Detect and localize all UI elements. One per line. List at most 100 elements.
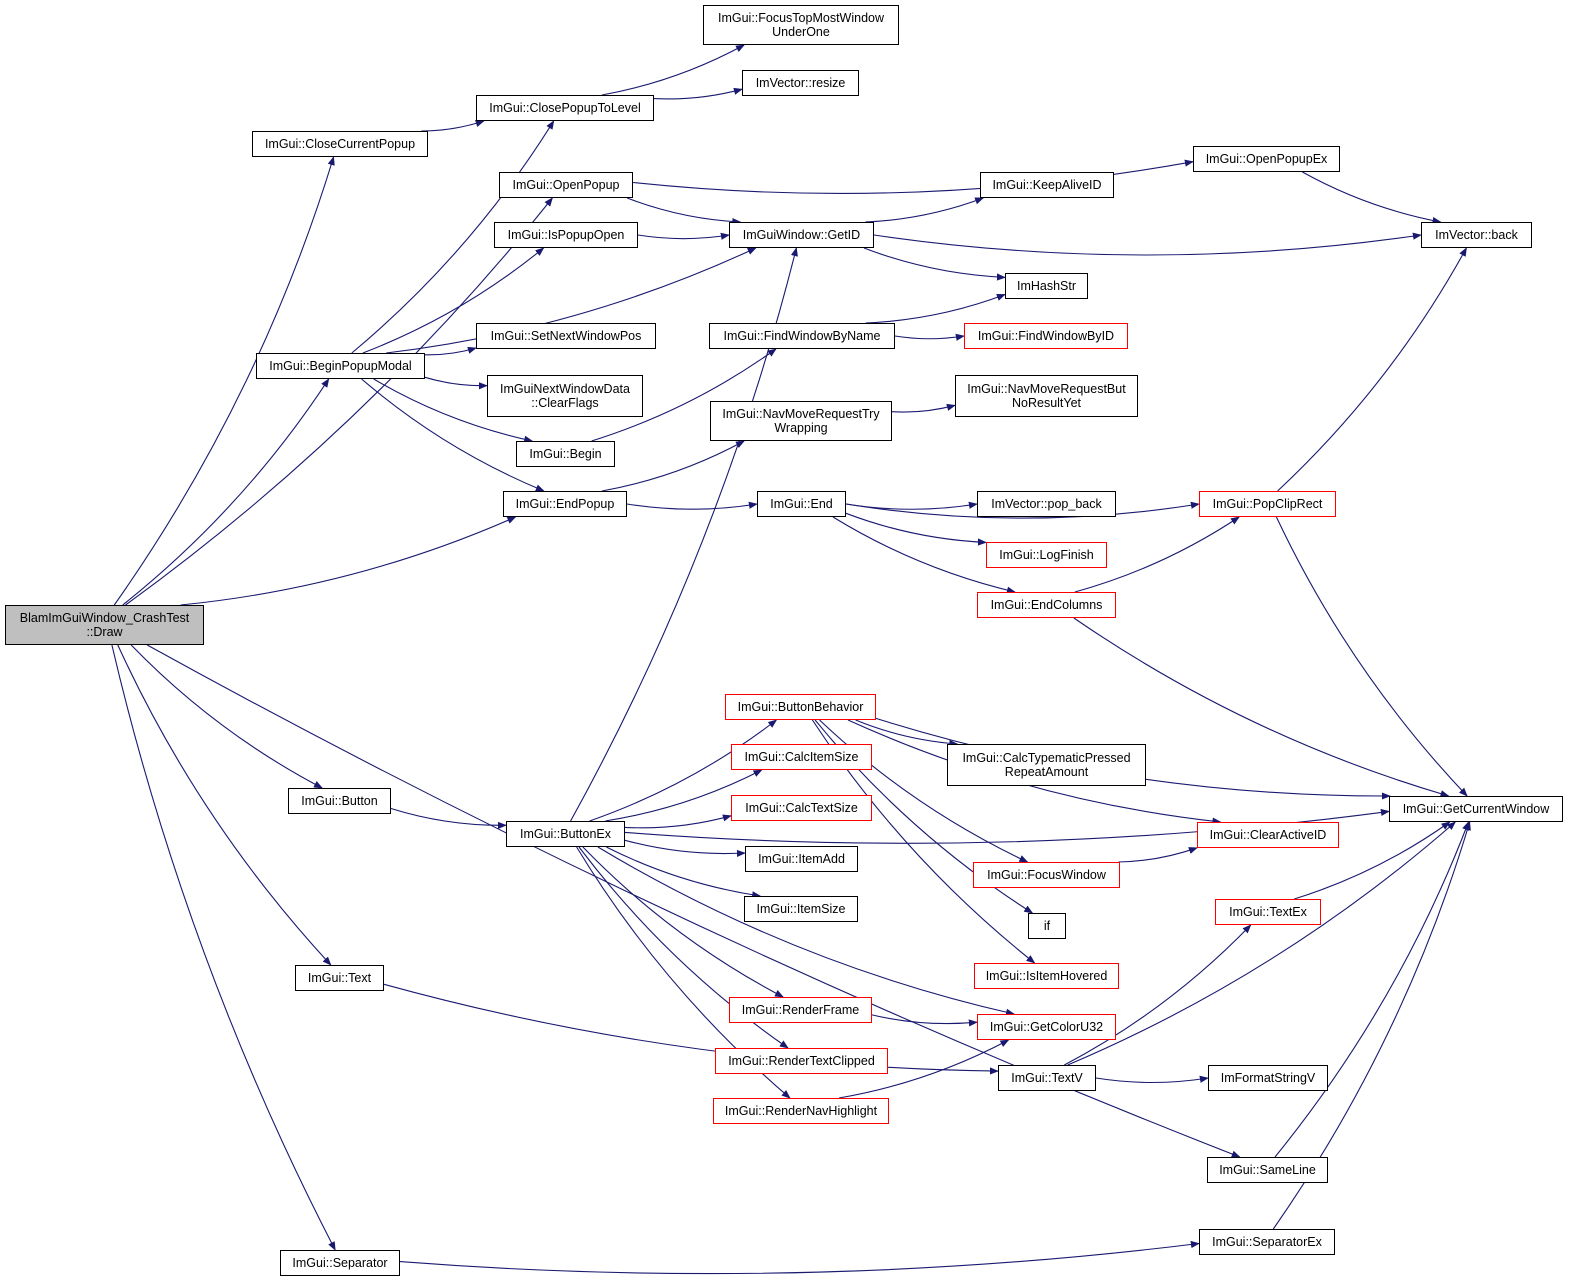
node-end[interactable]: ImGui::End xyxy=(757,491,846,517)
node-logfinish[interactable]: ImGui::LogFinish xyxy=(986,542,1107,568)
edge-openpopupex-to-back xyxy=(1302,171,1442,225)
edge-renderframe-to-getcoloru32 xyxy=(871,1014,978,1027)
node-clearflags[interactable]: ImGuiNextWindowData::ClearFlags xyxy=(487,375,643,417)
edge-begin-to-findwindowbyname xyxy=(591,348,777,442)
node-popcliprect[interactable]: ImGui::PopClipRect xyxy=(1199,491,1336,517)
node-label: ImGui::LogFinish xyxy=(999,548,1094,562)
node-label: ImGui::CalcItemSize xyxy=(744,750,859,764)
edge-root-to-endpopup xyxy=(180,516,517,606)
node-imformatstringv[interactable]: ImFormatStringV xyxy=(1208,1065,1328,1091)
edge-popcliprect-to-back xyxy=(1277,247,1467,492)
node-findwindowbyname[interactable]: ImGui::FindWindowByName xyxy=(709,323,895,349)
node-buttonex[interactable]: ImGui::ButtonEx xyxy=(506,821,625,847)
edge-root-to-closecurrentpopup xyxy=(113,156,335,606)
node-renderframe[interactable]: ImGui::RenderFrame xyxy=(729,997,872,1023)
edge-endcolumns-to-getcurrentwindow xyxy=(1073,617,1450,798)
node-label: ImGui::FocusWindow xyxy=(987,868,1106,882)
node-separator[interactable]: ImGui::Separator xyxy=(280,1250,400,1276)
node-beginpopupmodal[interactable]: ImGui::BeginPopupModal xyxy=(256,353,425,379)
node-getid[interactable]: ImGuiWindow::GetID xyxy=(729,222,874,248)
edge-beginpopupmodal-to-begin xyxy=(373,378,534,443)
node-getcoloru32[interactable]: ImGui::GetColorU32 xyxy=(977,1014,1116,1040)
node-rendernavhighlight[interactable]: ImGui::RenderNavHighlight xyxy=(713,1098,889,1124)
node-closepopuptolevel[interactable]: ImGui::ClosePopupToLevel xyxy=(476,95,654,121)
node-textex[interactable]: ImGui::TextEx xyxy=(1215,899,1321,925)
node-popback[interactable]: ImVector::pop_back xyxy=(977,491,1116,517)
node-openpopupex[interactable]: ImGui::OpenPopupEx xyxy=(1193,146,1340,172)
node-label: ImGui::ItemSize xyxy=(756,902,846,916)
node-label: ImGuiNextWindowData xyxy=(500,382,630,396)
node-label: ImGui::RenderTextClipped xyxy=(728,1054,875,1068)
node-getcurrentwindow[interactable]: ImGui::GetCurrentWindow xyxy=(1389,796,1563,822)
node-label: ImVector::resize xyxy=(755,76,846,90)
node-ispopupopen[interactable]: ImGui::IsPopupOpen xyxy=(494,222,638,248)
edge-textv-to-imformatstringv xyxy=(1095,1075,1209,1084)
node-label: ImGui::IsPopupOpen xyxy=(507,228,625,242)
edge-buttonbehavior-to-focuswindow xyxy=(819,719,1029,863)
node-focuswindow[interactable]: ImGui::FocusWindow xyxy=(973,862,1120,888)
node-setnextwindowpos[interactable]: ImGui::SetNextWindowPos xyxy=(476,323,656,349)
node-imhashstr[interactable]: ImHashStr xyxy=(1005,273,1088,299)
node-openpopup[interactable]: ImGui::OpenPopup xyxy=(499,172,633,198)
edge-button-to-buttonex xyxy=(390,807,507,830)
edge-beginpopupmodal-to-closepopuptolevel xyxy=(351,120,555,354)
node-rendertextclipped[interactable]: ImGui::RenderTextClipped xyxy=(715,1048,888,1074)
edge-closepopuptolevel-to-focustopmost xyxy=(601,44,745,96)
node-itemadd[interactable]: ImGui::ItemAdd xyxy=(745,846,858,872)
node-resize[interactable]: ImVector::resize xyxy=(742,70,859,96)
node-itemsize[interactable]: ImGui::ItemSize xyxy=(744,896,858,922)
node-calcitemsize[interactable]: ImGui::CalcItemSize xyxy=(731,744,872,770)
node-label: ImGui::Button xyxy=(301,794,378,808)
node-back[interactable]: ImVector::back xyxy=(1421,222,1532,248)
node-if[interactable]: if xyxy=(1028,913,1066,939)
node-keepaliveid[interactable]: ImGui::KeepAliveID xyxy=(980,172,1114,198)
node-label: ImGui::FindWindowByName xyxy=(723,329,881,343)
edge-buttonex-to-getcoloru32 xyxy=(597,846,1015,1016)
node-label: ::Draw xyxy=(86,625,123,639)
edge-end-to-popcliprect xyxy=(845,501,1200,519)
edge-text-to-textv xyxy=(383,983,999,1075)
edge-textex-to-getcurrentwindow xyxy=(1294,821,1451,900)
node-textv[interactable]: ImGui::TextV xyxy=(998,1065,1096,1091)
node-label: Wrapping xyxy=(774,421,828,435)
node-clearactiveid[interactable]: ImGui::ClearActiveID xyxy=(1197,822,1339,848)
node-label: ImHashStr xyxy=(1016,279,1077,293)
node-endcolumns[interactable]: ImGui::EndColumns xyxy=(977,592,1116,618)
node-buttonbehavior[interactable]: ImGui::ButtonBehavior xyxy=(725,694,876,720)
node-findwindowbyid[interactable]: ImGui::FindWindowByID xyxy=(964,323,1128,349)
node-root: BlamImGuiWindow_CrashTest::Draw xyxy=(5,605,204,645)
node-isitemhovered[interactable]: ImGui::IsItemHovered xyxy=(974,963,1119,989)
node-endpopup[interactable]: ImGui::EndPopup xyxy=(503,491,627,517)
node-label: ImGui::CalcTypematicPressed xyxy=(962,751,1131,765)
node-label: ImGui::SeparatorEx xyxy=(1212,1235,1322,1249)
node-label: ImGui::ButtonBehavior xyxy=(737,700,864,714)
node-button[interactable]: ImGui::Button xyxy=(288,788,391,814)
node-closecurrentpopup[interactable]: ImGui::CloseCurrentPopup xyxy=(252,131,428,157)
node-label: ImGui::ClearActiveID xyxy=(1209,828,1327,842)
node-label: BlamImGuiWindow_CrashTest xyxy=(19,611,190,625)
node-calctextsize[interactable]: ImGui::CalcTextSize xyxy=(731,795,872,821)
edge-root-to-openpopup xyxy=(125,197,553,606)
node-label: ImGui::SetNextWindowPos xyxy=(490,329,642,343)
node-label: ImGui::SameLine xyxy=(1219,1163,1316,1177)
node-label: ImGui::KeepAliveID xyxy=(992,178,1102,192)
node-label: ImGui::EndColumns xyxy=(990,598,1103,612)
node-label: ImGui::NavMoveRequestBut xyxy=(967,382,1126,396)
node-label: ImGui::FindWindowByID xyxy=(977,329,1115,343)
node-label: ImVector::pop_back xyxy=(991,497,1102,511)
edge-getid-to-imhashstr xyxy=(863,247,1006,281)
node-begin[interactable]: ImGui::Begin xyxy=(516,441,615,467)
node-separatorex[interactable]: ImGui::SeparatorEx xyxy=(1199,1229,1335,1255)
node-text[interactable]: ImGui::Text xyxy=(295,965,384,991)
node-label: ::ClearFlags xyxy=(531,396,599,410)
edge-end-to-logfinish xyxy=(845,512,987,546)
node-label: ImGui::Text xyxy=(307,971,372,985)
edge-textv-to-getcurrentwindow xyxy=(1067,821,1456,1066)
node-label: ImGui::OpenPopup xyxy=(512,178,620,192)
node-sameline[interactable]: ImGui::SameLine xyxy=(1207,1157,1328,1183)
node-label: ImGui::NavMoveRequestTry xyxy=(722,407,880,421)
